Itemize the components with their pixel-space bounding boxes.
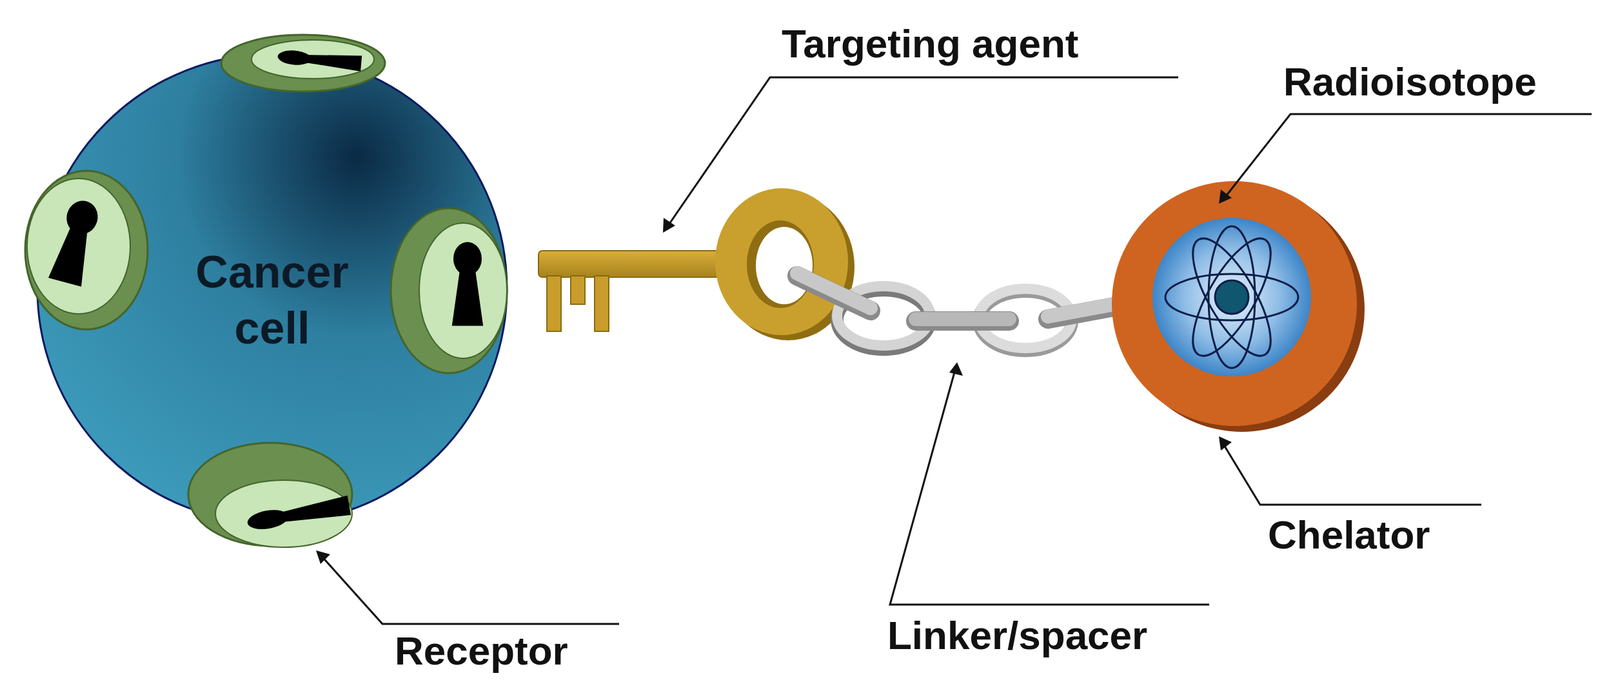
callout-label: Targeting agent <box>781 21 1079 66</box>
callout-label: Receptor <box>394 629 569 674</box>
leader-line <box>321 77 1592 625</box>
arrowhead <box>316 189 1232 565</box>
receptor <box>188 443 353 548</box>
node-text: Cancer cell <box>168 244 376 358</box>
chelator <box>1111 181 1365 433</box>
callout-label: Linker/spacer <box>887 613 1148 658</box>
callout-label: Radioisotope <box>1283 59 1537 104</box>
callout-label: Chelator <box>1267 513 1430 558</box>
receptor <box>221 34 386 92</box>
cell-node: Cancer cell <box>168 244 376 358</box>
receptor <box>25 170 148 330</box>
radioisotope-atom <box>1152 217 1312 377</box>
targeting-agent-key <box>538 188 855 341</box>
linker-chain <box>797 273 1136 351</box>
receptor <box>390 208 507 374</box>
